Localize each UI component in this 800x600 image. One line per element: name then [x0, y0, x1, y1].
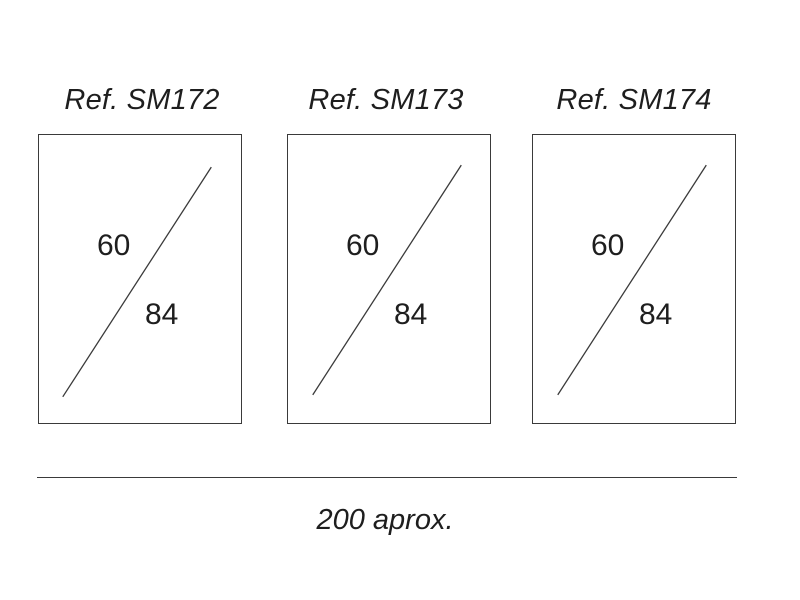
panel-ref-label: Ref. SM172 [64, 84, 220, 116]
panel-height-value: 84 [639, 298, 673, 331]
total-width-label: 200 aprox. [316, 504, 454, 536]
panel-outline: 60 84 [38, 134, 242, 424]
diagonal-divider [557, 164, 707, 396]
panel-outline: 60 84 [532, 134, 736, 424]
panel-width-value: 60 [346, 229, 380, 262]
panel-ref-label: Ref. SM174 [556, 84, 712, 116]
panel-width-value: 60 [97, 229, 131, 262]
panel-height-value: 84 [145, 298, 179, 331]
total-width-line [37, 477, 737, 478]
diagonal-divider [62, 166, 212, 398]
diagonal-divider [312, 164, 462, 396]
panel-width-value: 60 [591, 229, 625, 262]
panel-outline: 60 84 [287, 134, 491, 424]
panel-ref-label: Ref. SM173 [308, 84, 464, 116]
panel-height-value: 84 [394, 298, 428, 331]
